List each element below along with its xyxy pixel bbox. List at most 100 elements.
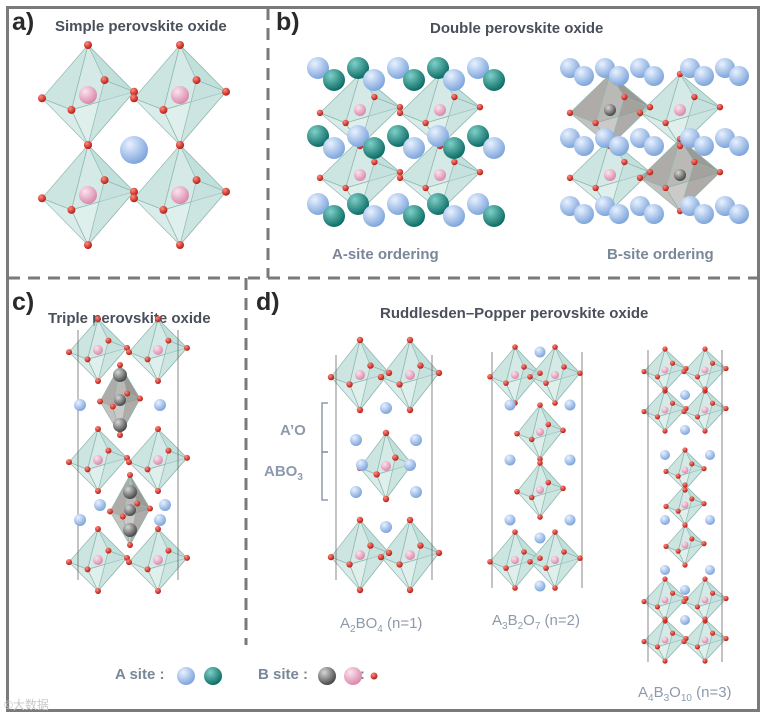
oxygen-atom <box>382 429 390 437</box>
oxygen-atom <box>691 93 698 101</box>
oxygen-atom <box>95 488 101 494</box>
oxygen-atom <box>130 87 138 96</box>
octahedron-face <box>359 161 401 213</box>
oxygen-atom <box>451 158 458 166</box>
b-site-atom-pink <box>661 406 669 414</box>
oxygen-atom <box>702 386 708 392</box>
octahedron-face <box>664 362 687 392</box>
a-site-atom-light <box>380 521 392 533</box>
oxygen-atom <box>527 374 533 380</box>
legend-light-swatch <box>177 667 195 685</box>
oxygen-atom <box>514 488 520 495</box>
oxygen-atom <box>566 109 574 117</box>
oxygen-atom <box>385 369 393 377</box>
oxygen-atom <box>545 421 552 428</box>
octahedron-face <box>684 538 705 566</box>
oxygen-atom <box>675 508 681 514</box>
oxygen-atom <box>130 187 138 196</box>
octahedron-face <box>97 450 128 492</box>
oxygen-atom <box>95 526 101 532</box>
oxygen-atom <box>67 205 76 214</box>
oxygen-atom <box>476 103 484 111</box>
oxygen-atom <box>342 184 349 192</box>
a-site-atom-light <box>154 514 166 526</box>
b-site-atom-gray <box>113 418 127 432</box>
oxygen-atom <box>134 500 141 507</box>
b-site-atom-pink <box>153 345 163 355</box>
b-site-atom-pink <box>434 169 446 181</box>
oxygen-atom <box>662 119 669 127</box>
oxygen-atom <box>159 205 168 214</box>
oxygen-atom <box>144 466 151 473</box>
a-site-atom-light <box>410 434 422 446</box>
oxygen-atom <box>392 454 399 461</box>
a-site-atom-light <box>609 66 629 86</box>
oxygen-atom <box>561 364 567 370</box>
a-site-atom-light <box>705 515 715 525</box>
oxygen-atom <box>654 414 661 420</box>
formula-n3: A4B3O10 (n=3) <box>638 684 732 704</box>
b-site-ordering-label: B-site ordering <box>607 246 714 263</box>
oxygen-atom <box>621 93 628 101</box>
octahedron-face <box>684 463 705 491</box>
oxygen-atom <box>356 586 364 594</box>
oxygen-atom <box>702 576 708 582</box>
b-site-atom-pink <box>681 501 689 509</box>
oxygen-atom <box>126 559 132 566</box>
oxygen-atom <box>100 176 109 185</box>
oxygen-atom <box>396 109 404 117</box>
oxygen-atom <box>124 390 131 397</box>
a-site-atom-light <box>483 137 505 159</box>
oxygen-atom <box>636 174 644 182</box>
octahedron-face <box>704 362 727 392</box>
octahedron-face <box>664 402 687 432</box>
a-site-atom-light <box>74 514 86 526</box>
a-site-atom-light <box>347 125 369 147</box>
oxygen-atom <box>117 432 123 438</box>
watermark-logo: ©大数据 <box>4 698 49 712</box>
oxygen-atom <box>723 365 729 372</box>
figure-frame <box>6 6 760 712</box>
oxygen-atom <box>669 630 676 636</box>
oxygen-atom <box>371 158 378 166</box>
oxygen-atom <box>373 471 380 478</box>
b-site-atom-pink <box>661 636 669 644</box>
oxygen-atom <box>566 174 574 182</box>
a-site-atom-light <box>350 434 362 446</box>
panel-c-label: c) <box>12 288 35 316</box>
oxygen-atom <box>663 543 669 549</box>
a-site-atom-light <box>427 125 449 147</box>
panel-b-title: Double perovskite oxide <box>430 20 604 37</box>
oxygen-atom <box>552 400 558 406</box>
oxygen-atom <box>709 400 716 406</box>
oxygen-atom <box>117 362 123 368</box>
a-site-atom-dark <box>483 205 505 227</box>
b-site-atom-gray <box>604 104 616 116</box>
a-site-atom-light <box>680 585 690 595</box>
a-site-atom-light <box>534 346 546 358</box>
oxygen-atom <box>681 368 687 375</box>
a-site-atom-light <box>574 136 594 156</box>
oxygen-atom <box>701 541 707 547</box>
a-site-atom-light <box>564 514 576 526</box>
oxygen-atom <box>176 141 184 149</box>
octahedron-face <box>179 179 227 246</box>
oxygen-atom <box>155 526 161 532</box>
b-site-atom-pink <box>511 371 519 379</box>
oxygen-atom <box>144 566 151 573</box>
oxygen-atom <box>662 616 668 622</box>
oxygen-atom <box>694 414 701 420</box>
oxygen-atom <box>406 406 414 414</box>
oxygen-atom <box>682 447 688 453</box>
b-site-atom-pink <box>551 371 559 379</box>
oxygen-atom <box>641 598 647 605</box>
formula-n1: A2BO4 (n=1) <box>340 615 423 635</box>
oxygen-atom <box>709 360 716 366</box>
oxygen-atom <box>689 536 695 542</box>
a-site-atom-light <box>363 205 385 227</box>
b-site-atom-pink <box>405 550 415 560</box>
formula-n2: A3B2O7 (n=2) <box>492 612 580 632</box>
octahedron-face <box>539 482 564 518</box>
